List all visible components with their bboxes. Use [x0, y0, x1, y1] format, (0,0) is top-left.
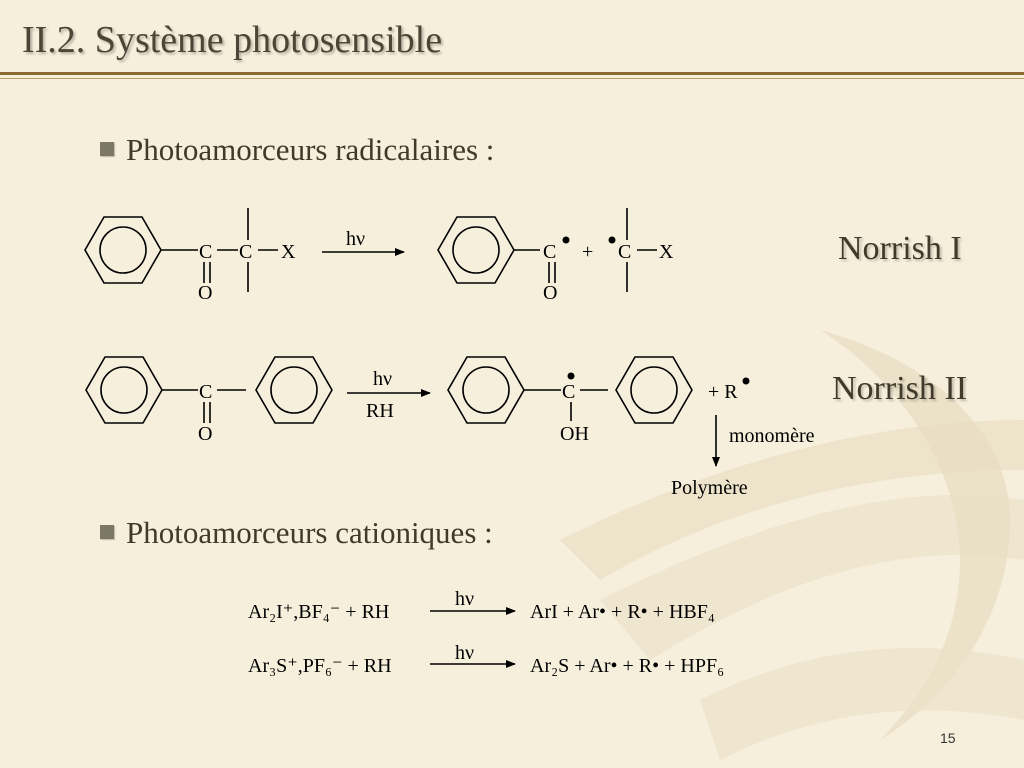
benzene-ring	[255, 356, 333, 424]
reaction-1	[84, 208, 657, 292]
hv-label: hν	[455, 642, 474, 664]
benzene-ring	[437, 216, 515, 284]
monomer-label: monomère	[729, 425, 815, 447]
benzene-ring	[85, 356, 163, 424]
benzene-ring-circle	[99, 226, 147, 274]
atom-c: C	[543, 241, 556, 263]
benzene-ring-circle	[100, 366, 148, 414]
atom-o: O	[198, 282, 212, 304]
bullet-radical: Photoamorceurs radicalaires :	[100, 132, 494, 168]
cationic-reactant-2: Ar₃S⁺,PF₆⁻ + RH	[248, 655, 392, 677]
atom-x: X	[281, 241, 296, 263]
atom-o: O	[198, 423, 212, 445]
square-bullet-icon	[100, 525, 114, 539]
cationic-reactant-1: Ar₂I⁺,BF₄⁻ + RH	[248, 601, 389, 623]
page-number: 15	[940, 730, 956, 746]
atom-c: C	[618, 241, 631, 263]
benzene-ring-circle	[452, 226, 500, 274]
cationic-product-1: ArI + Ar• + R• + HBF₄	[530, 601, 715, 623]
plus-r-radical: + R	[708, 381, 738, 403]
hv-label: hν	[373, 368, 392, 390]
bullet-cationic: Photoamorceurs cationiques :	[100, 515, 493, 551]
square-bullet-icon	[100, 142, 114, 156]
atom-c: C	[562, 381, 575, 403]
hv-label: hν	[455, 588, 474, 610]
atom-x: X	[659, 241, 674, 263]
label-norrish-2: Norrish II	[832, 370, 968, 407]
hydroxyl-oh: OH	[560, 423, 589, 445]
atom-c: C	[199, 381, 212, 403]
benzene-ring-circle	[462, 366, 510, 414]
polymer-label: Polymère	[671, 477, 748, 499]
atom-o: O	[543, 282, 557, 304]
atom-c: C	[199, 241, 212, 263]
radical-dot	[742, 377, 750, 385]
radical-dot	[608, 236, 616, 244]
bullet-radical-text: Photoamorceurs radicalaires :	[126, 132, 495, 167]
benzene-ring	[615, 356, 693, 424]
benzene-ring-circle	[270, 366, 318, 414]
page-title: II.2. Système photosensible	[22, 19, 443, 61]
cationic-product-2: Ar₂S + Ar• + R• + HPF₆	[530, 655, 724, 677]
benzene-ring-circle	[630, 366, 678, 414]
hv-label: hν	[346, 228, 365, 250]
benzene-ring	[84, 216, 162, 284]
radical-dot	[562, 236, 570, 244]
label-norrish-1: Norrish I	[838, 230, 962, 267]
rh-label: RH	[366, 400, 394, 422]
title-rule-thin	[0, 78, 1024, 79]
radical-dot	[567, 372, 575, 380]
bullet-cationic-text: Photoamorceurs cationiques :	[126, 515, 493, 550]
plus-sign: +	[582, 241, 593, 263]
atom-c: C	[239, 241, 252, 263]
benzene-ring	[447, 356, 525, 424]
reaction-2	[85, 356, 720, 467]
title-rule	[0, 72, 1024, 75]
